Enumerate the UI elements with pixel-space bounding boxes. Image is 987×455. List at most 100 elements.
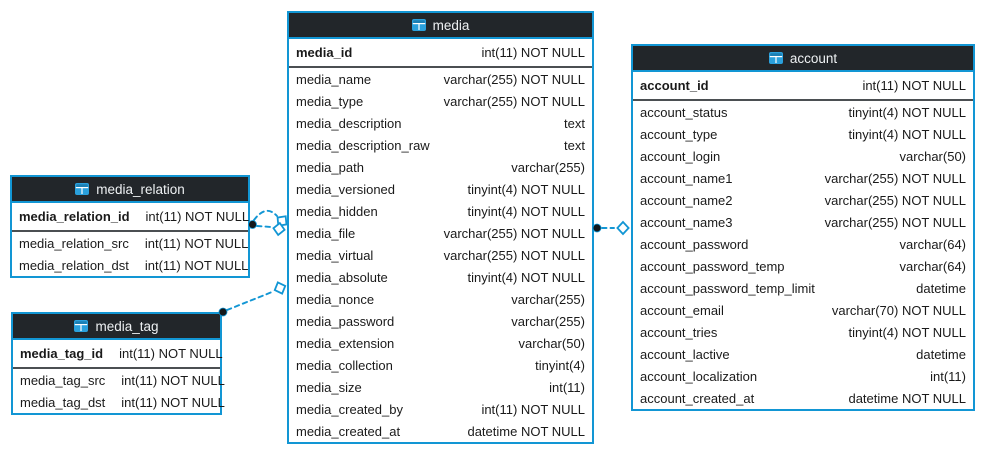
table-title: media_relation bbox=[96, 181, 185, 197]
column-name: account_name2 bbox=[640, 192, 733, 208]
column-name: media_password bbox=[296, 313, 395, 329]
table-media[interactable]: media media_id int(11) NOT NULL media_na… bbox=[287, 11, 594, 444]
column-type: text bbox=[564, 137, 585, 153]
column-type: varchar(255) NOT NULL bbox=[443, 247, 585, 263]
table-row[interactable]: media_absolute tinyint(4) NOT NULL bbox=[289, 266, 592, 288]
table-row[interactable]: media_created_by int(11) NOT NULL bbox=[289, 398, 592, 420]
table-icon bbox=[75, 183, 90, 195]
column-name: account_email bbox=[640, 302, 724, 318]
primary-key-row[interactable]: account_id int(11) NOT NULL bbox=[633, 72, 973, 101]
primary-key-row[interactable]: media_relation_id int(11) NOT NULL bbox=[12, 203, 250, 232]
table-header[interactable]: media_relation bbox=[12, 177, 248, 203]
column-name: account_password bbox=[640, 236, 749, 252]
relationship-media-relation-to-media[interactable] bbox=[248, 209, 291, 237]
table-row[interactable]: media_size int(11) bbox=[289, 376, 592, 398]
table-row[interactable]: account_password_temp varchar(64) bbox=[633, 255, 973, 277]
crows-foot-diamond bbox=[616, 220, 630, 236]
column-type: varchar(64) bbox=[899, 236, 966, 252]
table-row[interactable]: account_tries tinyint(4) NOT NULL bbox=[633, 321, 973, 343]
column-list: media_relation_src int(11) NOT NULL medi… bbox=[12, 232, 248, 276]
column-name: account_lactive bbox=[640, 346, 730, 362]
table-row[interactable]: account_created_at datetime NOT NULL bbox=[633, 387, 973, 409]
primary-key-row[interactable]: media_id int(11) NOT NULL bbox=[289, 39, 592, 68]
column-type: text bbox=[564, 115, 585, 131]
column-name: media_collection bbox=[296, 357, 393, 373]
column-type: tinyint(4) NOT NULL bbox=[848, 126, 966, 142]
column-type: datetime bbox=[916, 346, 966, 362]
table-row[interactable]: media_name varchar(255) NOT NULL bbox=[289, 68, 592, 90]
column-type: varchar(50) bbox=[518, 335, 585, 351]
table-row[interactable]: account_status tinyint(4) NOT NULL bbox=[633, 101, 973, 123]
table-row[interactable]: account_localization int(11) bbox=[633, 365, 973, 387]
column-name: media_virtual bbox=[296, 247, 374, 263]
table-media-tag[interactable]: media_tag media_tag_id int(11) NOT NULL … bbox=[11, 312, 225, 415]
table-row[interactable]: media_path varchar(255) bbox=[289, 156, 592, 178]
table-row[interactable]: media_description_raw text bbox=[289, 134, 592, 156]
column-name: media_created_by bbox=[296, 401, 403, 417]
column-name: account_name1 bbox=[640, 170, 733, 186]
table-row[interactable]: account_password varchar(64) bbox=[633, 233, 973, 255]
column-type: tinyint(4) NOT NULL bbox=[848, 324, 966, 340]
table-row[interactable]: media_hidden tinyint(4) NOT NULL bbox=[289, 200, 592, 222]
table-row[interactable]: account_name1 varchar(255) NOT NULL bbox=[633, 167, 973, 189]
table-row[interactable]: media_virtual varchar(255) NOT NULL bbox=[289, 244, 592, 266]
table-media-relation[interactable]: media_relation media_relation_id int(11)… bbox=[10, 175, 250, 278]
column-type: varchar(255) NOT NULL bbox=[824, 214, 966, 230]
column-name: media_type bbox=[296, 93, 364, 109]
column-type: int(11) NOT NULL bbox=[144, 235, 249, 251]
column-type: varchar(255) NOT NULL bbox=[824, 170, 966, 186]
table-header[interactable]: account bbox=[633, 46, 973, 72]
table-row[interactable]: media_type varchar(255) NOT NULL bbox=[289, 90, 592, 112]
column-type: int(11) NOT NULL bbox=[121, 394, 225, 410]
column-list: media_tag_src int(11) NOT NULL media_tag… bbox=[13, 369, 225, 413]
table-row[interactable]: media_relation_dst int(11) NOT NULL bbox=[12, 254, 248, 276]
table-title: media bbox=[432, 17, 470, 33]
table-row[interactable]: account_password_temp_limit datetime bbox=[633, 277, 973, 299]
column-name: account_created_at bbox=[640, 390, 755, 406]
table-row[interactable]: media_nonce varchar(255) bbox=[289, 288, 592, 310]
table-row[interactable]: media_extension varchar(50) bbox=[289, 332, 592, 354]
column-name: account_password_temp_limit bbox=[640, 280, 815, 296]
relationship-media-to-account[interactable] bbox=[592, 220, 630, 236]
column-name: media_size bbox=[296, 379, 362, 395]
column-name: media_created_at bbox=[296, 423, 401, 439]
table-row[interactable]: account_lactive datetime bbox=[633, 343, 973, 365]
table-row[interactable]: account_login varchar(50) bbox=[633, 145, 973, 167]
table-row[interactable]: media_collection tinyint(4) bbox=[289, 354, 592, 376]
table-header[interactable]: media_tag bbox=[13, 314, 220, 340]
column-name: account_name3 bbox=[640, 214, 733, 230]
column-type: varchar(255) NOT NULL bbox=[443, 225, 585, 241]
column-type: int(11) NOT NULL bbox=[119, 346, 223, 361]
crows-foot-diamond bbox=[273, 281, 287, 295]
table-row[interactable]: media_tag_dst int(11) NOT NULL bbox=[13, 391, 225, 413]
table-row[interactable]: media_created_at datetime NOT NULL bbox=[289, 420, 592, 442]
primary-key-row[interactable]: media_tag_id int(11) NOT NULL bbox=[13, 340, 223, 369]
column-type: int(11) bbox=[549, 379, 585, 395]
column-type: varchar(255) bbox=[511, 291, 585, 307]
table-header[interactable]: media bbox=[289, 13, 592, 39]
column-type: varchar(64) bbox=[899, 258, 966, 274]
table-row[interactable]: media_relation_src int(11) NOT NULL bbox=[12, 232, 248, 254]
table-row[interactable]: media_tag_src int(11) NOT NULL bbox=[13, 369, 225, 391]
column-type: datetime bbox=[916, 280, 966, 296]
table-row[interactable]: account_name2 varchar(255) NOT NULL bbox=[633, 189, 973, 211]
table-row[interactable]: media_file varchar(255) NOT NULL bbox=[289, 222, 592, 244]
table-account[interactable]: account account_id int(11) NOT NULL acco… bbox=[631, 44, 975, 411]
table-row[interactable]: account_email varchar(70) NOT NULL bbox=[633, 299, 973, 321]
column-type: tinyint(4) NOT NULL bbox=[467, 269, 585, 285]
relationship-media-tag-to-media[interactable] bbox=[218, 280, 287, 317]
table-row[interactable]: media_description text bbox=[289, 112, 592, 134]
column-name: account_tries bbox=[640, 324, 718, 340]
table-title: media_tag bbox=[95, 318, 159, 334]
column-list: media_name varchar(255) NOT NULL media_t… bbox=[289, 68, 592, 442]
table-icon bbox=[74, 320, 89, 332]
column-type: varchar(70) NOT NULL bbox=[831, 302, 966, 318]
table-row[interactable]: account_type tinyint(4) NOT NULL bbox=[633, 123, 973, 145]
column-type: int(11) NOT NULL bbox=[145, 209, 250, 224]
table-row[interactable]: account_name3 varchar(255) NOT NULL bbox=[633, 211, 973, 233]
column-type: tinyint(4) NOT NULL bbox=[467, 203, 585, 219]
column-name: media_absolute bbox=[296, 269, 388, 285]
column-name: media_relation_src bbox=[19, 235, 129, 251]
table-row[interactable]: media_password varchar(255) bbox=[289, 310, 592, 332]
table-row[interactable]: media_versioned tinyint(4) NOT NULL bbox=[289, 178, 592, 200]
